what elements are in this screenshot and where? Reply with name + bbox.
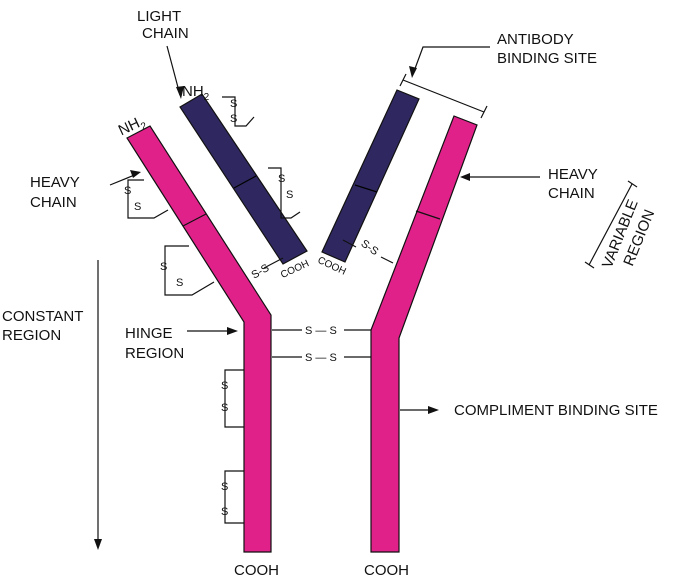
- left-light-chain: [179, 93, 308, 265]
- left-heavy-loop-1: [127, 179, 169, 219]
- hinge-ss-1: S — S: [305, 325, 337, 337]
- left-light-loop-2: [268, 167, 301, 219]
- hinge-region-label-1: HINGE: [125, 325, 173, 342]
- light-chain-arrowhead: [176, 86, 184, 99]
- left-light-s1: S: [230, 98, 237, 110]
- constant-region-label-1: CONSTANT: [2, 308, 83, 325]
- left-light-loop-1: [222, 96, 255, 127]
- compliment-binding-label: COMPLIMENT BINDING SITE: [454, 402, 658, 419]
- constant-region-arrowhead: [94, 539, 102, 550]
- left-light-s3: S: [278, 173, 285, 185]
- antibody-binding-label-2: BINDING SITE: [497, 50, 597, 67]
- hinge-ss-2: S — S: [305, 352, 337, 364]
- left-heavy-s1: S: [124, 185, 131, 197]
- left-light-divider: [233, 175, 257, 189]
- variable-region-group: VARIABLE REGION: [599, 197, 658, 270]
- nh2-light-label: NH2: [182, 83, 210, 103]
- left-heavy-loop-2: [164, 245, 215, 296]
- heavy-chain-left-arrowhead: [130, 170, 141, 178]
- variable-bracket-end-2: [584, 261, 595, 269]
- variable-bracket-end-1: [627, 180, 638, 188]
- left-light-s4: S: [286, 189, 293, 201]
- left-heavy-divider: [182, 213, 207, 227]
- hinge-region-arrowhead: [227, 327, 238, 335]
- left-constant-s2: S: [221, 402, 228, 414]
- right-light-chain: [321, 89, 420, 263]
- left-constant-s3: S: [221, 481, 228, 493]
- left-constant-s1: S: [221, 380, 228, 392]
- antibody-binding-leader: [412, 46, 490, 75]
- light-chain-label-1: LIGHT: [137, 8, 181, 25]
- variable-region-bracket: [588, 183, 633, 266]
- antibody-bracket-end-2: [480, 105, 488, 119]
- cooh-heavy-left: COOH: [234, 562, 279, 578]
- left-constant-loop-1: [224, 369, 244, 428]
- heavy-chain-right-label-1: HEAVY: [548, 166, 598, 183]
- heavy-chain-right-arrowhead: [460, 173, 470, 181]
- left-light-s2: S: [230, 113, 237, 125]
- left-heavy-s3: S: [160, 261, 167, 273]
- right-heavy-chain: [370, 115, 478, 553]
- cooh-heavy-right: COOH: [364, 562, 409, 578]
- light-chain-label-2: CHAIN: [142, 25, 189, 42]
- left-lh-ss: S-S: [249, 262, 271, 282]
- antibody-binding-label-1: ANTIBODY: [497, 31, 574, 48]
- heavy-chain-left-label-2: CHAIN: [30, 194, 77, 211]
- right-light-divider: [354, 184, 378, 193]
- right-lh-bond: [342, 239, 357, 248]
- hinge-region-label-2: REGION: [125, 345, 184, 362]
- constant-region-label-2: REGION: [2, 327, 61, 344]
- left-heavy-chain: [126, 125, 272, 553]
- left-heavy-s4: S: [176, 277, 183, 289]
- left-lh-bond: [263, 257, 284, 269]
- right-lh-ss: S-S: [359, 238, 381, 258]
- left-constant-s4: S: [221, 506, 228, 518]
- left-constant-loop-2: [224, 470, 244, 524]
- heavy-chain-left-label-1: HEAVY: [30, 174, 80, 191]
- right-heavy-divider: [415, 210, 441, 220]
- antibody-binding-arrowhead: [409, 66, 417, 78]
- right-lh-bond-2: [380, 256, 394, 264]
- antibody-binding-bracket: [402, 79, 485, 113]
- heavy-chain-right-label-2: CHAIN: [548, 185, 595, 202]
- antibody-bracket-end-1: [399, 73, 407, 87]
- compliment-arrowhead: [428, 406, 439, 414]
- left-heavy-s2: S: [134, 201, 141, 213]
